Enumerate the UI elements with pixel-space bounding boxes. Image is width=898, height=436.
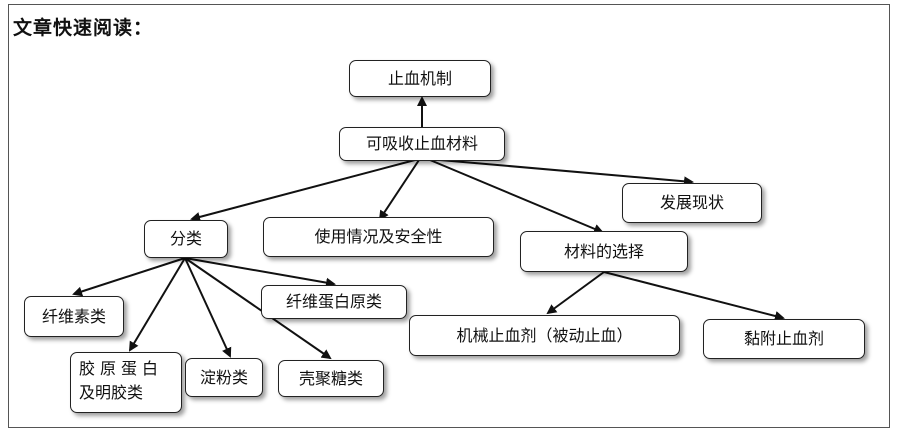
node-development-status: 发展现状 [622, 183, 762, 223]
node-cellulose: 纤维素类 [24, 296, 124, 337]
node-chitosan: 壳聚糖类 [278, 360, 384, 397]
node-fibrinogen: 纤维蛋白原类 [261, 285, 407, 319]
edge-class-to-cellulose [72, 257, 186, 297]
node-mechanical-hemostat: 机械止血剂（被动止血） [409, 315, 680, 356]
edge-selection-to-adhesive [603, 271, 785, 321]
node-hemostasis-mechanism: 止血机制 [349, 60, 491, 97]
edge-material-to-usage [378, 159, 420, 221]
collagen-gelatin-line-2: 及明胶类 [79, 383, 144, 402]
edge-class-to-fibrinogen [184, 257, 336, 288]
edge-class-to-starch [184, 257, 232, 358]
page-title: 文章快速阅读： [13, 17, 154, 39]
node-usage-and-safety: 使用情况及安全性 [263, 217, 494, 257]
edge-material-to-status [439, 159, 694, 187]
edge-selection-to-mechanical [546, 271, 605, 315]
node-classification: 分类 [144, 220, 228, 258]
edge-class-to-chitosan [184, 257, 332, 360]
edge-material-to-classification [190, 159, 416, 222]
edge-class-to-collagen [128, 257, 186, 352]
node-collagen-gelatin: 胶原蛋白 及明胶类 [70, 352, 182, 413]
collagen-gelatin-line-1: 胶原蛋白 [79, 359, 164, 378]
node-starch: 淀粉类 [185, 358, 263, 397]
node-adhesive-hemostat: 黏附止血剂 [703, 319, 865, 359]
node-material-selection: 材料的选择 [520, 231, 688, 272]
edge-material-to-selection [429, 159, 604, 234]
node-absorbable-hemostatic-material: 可吸收止血材料 [339, 127, 505, 161]
